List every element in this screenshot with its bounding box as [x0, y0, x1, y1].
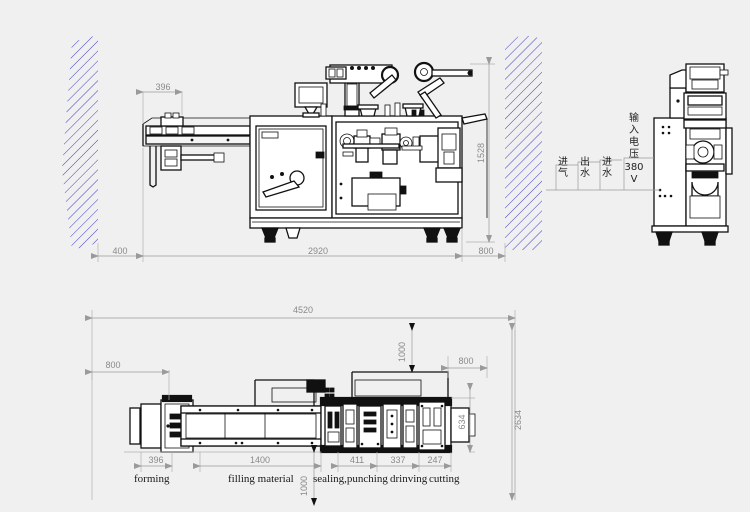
dim-634: 634	[457, 414, 467, 429]
label-sealing-punching: sealing,punching	[313, 473, 388, 485]
callout-outlet-water: 出水	[580, 155, 590, 179]
dim-1000-top: 1000	[397, 342, 407, 362]
dim-1000-bottom: 1000	[299, 476, 309, 496]
machine-base-and-feet	[249, 217, 463, 243]
label-driving: drinving	[390, 473, 428, 485]
end-view-machine	[651, 63, 733, 246]
main-cabinet-right	[331, 115, 463, 219]
dim-800-plan-right: 800	[458, 356, 473, 366]
dim-396-plan: 396	[148, 455, 163, 465]
main-cabinet-left	[249, 115, 333, 219]
dim-800-right: 800	[478, 246, 493, 256]
dim-800-plan-left: 800	[105, 360, 120, 370]
dim-2920: 2920	[308, 246, 328, 256]
callout-inlet-air: 进气	[558, 156, 568, 179]
dim-337: 337	[390, 455, 405, 465]
dim-400: 400	[112, 246, 127, 256]
dim-396: 396	[155, 82, 170, 92]
plan-main-body	[306, 371, 476, 454]
wall-left-hatched	[62, 35, 98, 250]
front-view-dimensions: 396 400 2920 800 1528	[91, 57, 506, 262]
plan-view-dimensions: 4520 800 800 1000 634 2634 396	[85, 305, 523, 506]
callout-inlet-water: 进水	[602, 156, 612, 179]
dim-247: 247	[427, 455, 442, 465]
plan-view-machine	[124, 371, 476, 454]
dim-411: 411	[350, 455, 364, 465]
label-forming: forming	[134, 473, 170, 485]
label-filling-material: filling material	[228, 473, 294, 485]
dim-4520: 4520	[293, 305, 313, 315]
dim-1400: 1400	[250, 455, 270, 465]
dim-2634: 2634	[513, 410, 523, 430]
front-view-machine	[142, 61, 488, 243]
wall-right-hatched	[505, 35, 542, 251]
dim-1528: 1528	[476, 143, 486, 163]
label-cutting: cutting	[429, 473, 460, 485]
plan-view-station-labels: forming filling material sealing,punchin…	[134, 473, 460, 485]
